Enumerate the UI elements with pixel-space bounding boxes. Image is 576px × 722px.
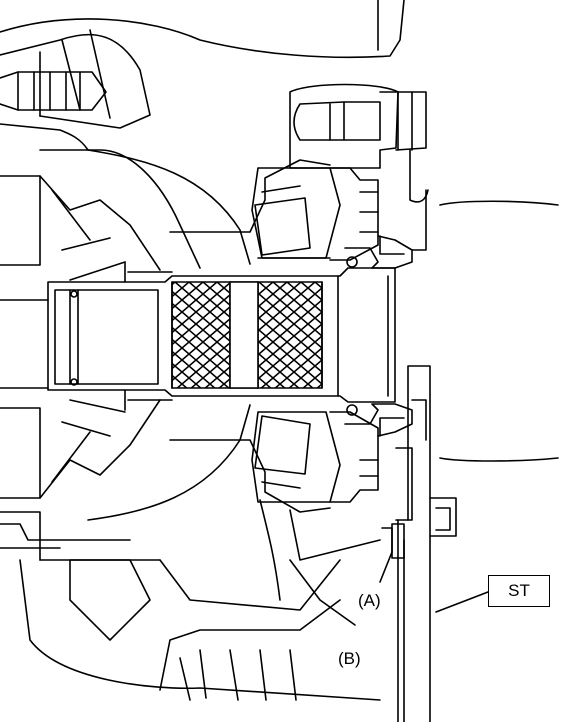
knuckle-upper-outline: [0, 0, 405, 59]
upper-seal-spring: [346, 256, 358, 268]
lower-bearing-roller: [254, 415, 311, 475]
hub-sleeve: [47, 267, 396, 403]
leader-st: [435, 591, 489, 613]
label-a: (A): [358, 591, 381, 610]
hub-flange-plate: [407, 365, 431, 722]
label-st: ST: [508, 581, 530, 600]
st-label-box: ST: [488, 575, 550, 607]
leader-a: [379, 551, 393, 583]
upper-bearing-roller: [254, 197, 311, 256]
leader-b: [289, 559, 356, 626]
label-b: (B): [338, 649, 361, 668]
lower-seal-spring: [346, 404, 358, 416]
upper-stud: [0, 71, 107, 111]
upper-bolt-boss: [289, 83, 399, 169]
